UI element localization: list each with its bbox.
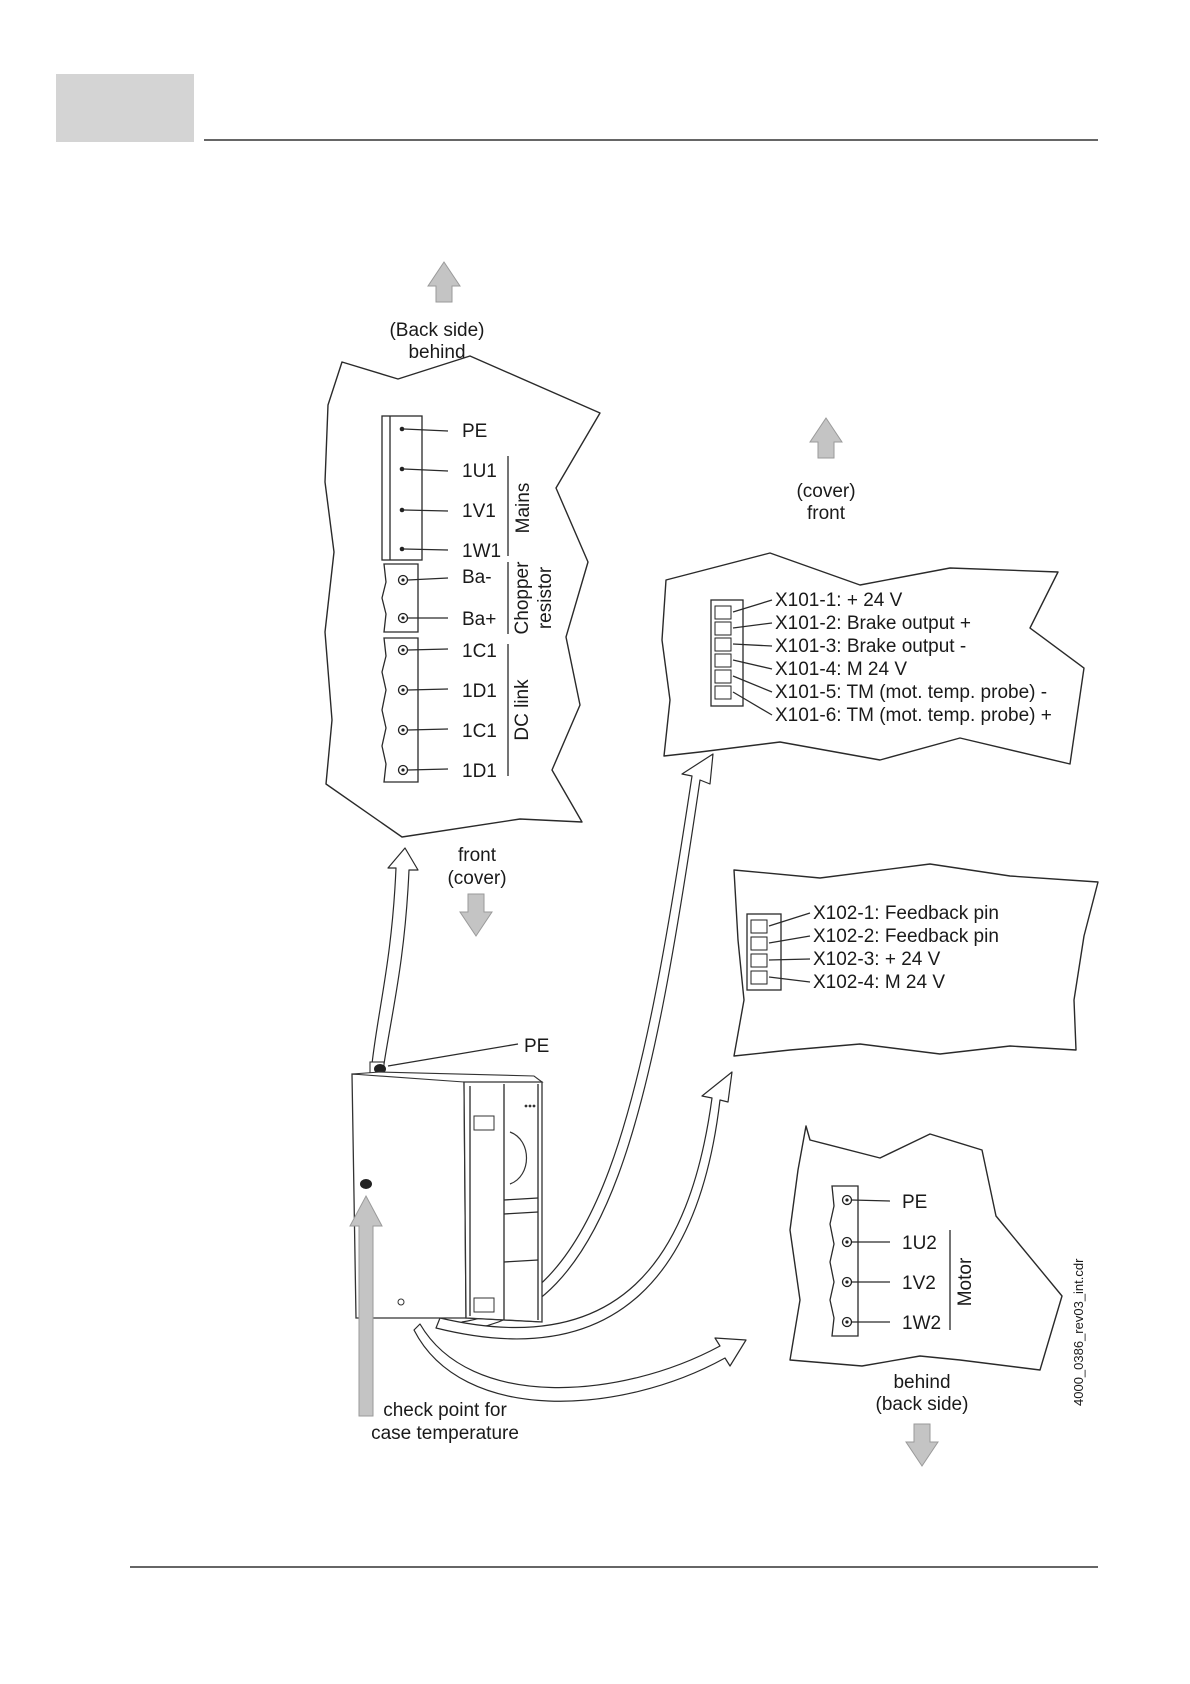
chopper-group-label-line1: Chopper bbox=[512, 561, 533, 635]
x101-pin-4: X101-4: M 24 V bbox=[775, 659, 907, 680]
front-cover-arrow-icon bbox=[459, 893, 493, 937]
x101-panel: (cover) front X101-1: + 24 V X101-2: Bra… bbox=[661, 417, 1085, 765]
back-side-arrow-icon bbox=[427, 261, 461, 303]
dc-terminal-1c1-a: 1C1 bbox=[462, 641, 497, 662]
motor-terminal-1u2: 1U2 bbox=[902, 1233, 937, 1254]
x101-top-direction-line1: (cover) bbox=[796, 481, 855, 502]
dc-link-connector-block bbox=[381, 637, 419, 783]
dc-group-label: DC link bbox=[512, 679, 533, 741]
x102-pins bbox=[750, 912, 811, 985]
motor-bottom-direction-line1: behind bbox=[893, 1372, 950, 1393]
mains-bottom-direction-line2: (cover) bbox=[447, 868, 506, 889]
flow-arrow-to-x102 bbox=[435, 1071, 733, 1340]
mains-group-label: Mains bbox=[513, 483, 534, 534]
mains-bottom-direction-line1: front bbox=[458, 845, 497, 866]
back-side-down-arrow-icon bbox=[905, 1423, 939, 1467]
check-point-label-line2: case temperature bbox=[371, 1423, 519, 1444]
x102-pin-3: X102-3: + 24 V bbox=[813, 949, 941, 970]
x101-pin-2: X101-2: Brake output + bbox=[775, 613, 971, 634]
x101-pin-5: X101-5: TM (mot. temp. probe) - bbox=[775, 682, 1047, 703]
header-tab bbox=[56, 74, 194, 142]
motor-terminal-1w2: 1W2 bbox=[902, 1313, 941, 1334]
dc-terminal-1c1-b: 1C1 bbox=[462, 721, 497, 742]
flow-arrow-to-motor bbox=[413, 1323, 747, 1402]
drive-device: PE bbox=[351, 1036, 549, 1323]
cover-front-arrow-icon bbox=[809, 417, 843, 459]
chopper-group-label-line2: resistor bbox=[535, 566, 556, 629]
mains-pins bbox=[399, 426, 449, 552]
dc-terminal-1d1-b: 1D1 bbox=[462, 761, 497, 782]
motor-terminal-pe: PE bbox=[902, 1192, 927, 1213]
motor-connector-block bbox=[829, 1185, 859, 1337]
check-point-arrow-icon bbox=[349, 1194, 383, 1417]
chopper-terminal-ba-minus: Ba- bbox=[462, 567, 492, 588]
flow-arrow-to-x101 bbox=[461, 753, 714, 1331]
x102-pin-4: X102-4: M 24 V bbox=[813, 972, 945, 993]
x101-top-direction-line2: front bbox=[807, 503, 846, 524]
mains-terminal-1w1: 1W1 bbox=[462, 541, 501, 562]
x102-panel-frame bbox=[733, 863, 1099, 1057]
chopper-terminal-ba-plus: Ba+ bbox=[462, 609, 496, 630]
x101-pin-3: X101-3: Brake output - bbox=[775, 636, 966, 657]
x101-pin-6: X101-6: TM (mot. temp. probe) + bbox=[775, 705, 1052, 726]
pe-screw-icon bbox=[374, 1064, 386, 1074]
device-pe-label: PE bbox=[524, 1036, 549, 1057]
flow-arrows bbox=[371, 753, 747, 1402]
x101-pin-1: X101-1: + 24 V bbox=[775, 590, 903, 611]
chopper-dc-pins bbox=[397, 574, 449, 776]
x102-pin-2: X102-2: Feedback pin bbox=[813, 926, 999, 947]
x102-pin-1: X102-1: Feedback pin bbox=[813, 903, 999, 924]
mains-terminal-1u1: 1U1 bbox=[462, 461, 497, 482]
motor-group-label: Motor bbox=[955, 1257, 976, 1306]
flow-arrow-to-mains bbox=[371, 847, 419, 1065]
mains-connector-block bbox=[381, 415, 423, 561]
drawing-id: 4000_0386_rev03_int.cdr bbox=[1071, 1258, 1086, 1406]
mains-top-direction-line2: behind bbox=[408, 342, 465, 363]
motor-panel: PE 1U2 1V2 1W2 Motor behind (back side) bbox=[789, 1125, 1063, 1467]
temperature-check-dot bbox=[360, 1179, 372, 1189]
x101-panel-frame bbox=[661, 552, 1085, 765]
dc-terminal-1d1-a: 1D1 bbox=[462, 681, 497, 702]
mains-panel: (Back side) behind bbox=[324, 261, 601, 937]
mains-terminal-pe: PE bbox=[462, 421, 487, 442]
check-point-label-line1: check point for bbox=[383, 1400, 507, 1421]
x101-pins bbox=[714, 599, 773, 716]
mains-terminal-1v1: 1V1 bbox=[462, 501, 496, 522]
chopper-connector-block bbox=[381, 563, 419, 633]
mains-top-direction-line1: (Back side) bbox=[389, 320, 484, 341]
x102-panel: X102-1: Feedback pin X102-2: Feedback pi… bbox=[733, 863, 1099, 1057]
motor-bottom-direction-line2: (back side) bbox=[876, 1394, 969, 1415]
motor-terminal-1v2: 1V2 bbox=[902, 1273, 936, 1294]
motor-pins bbox=[841, 1194, 891, 1328]
